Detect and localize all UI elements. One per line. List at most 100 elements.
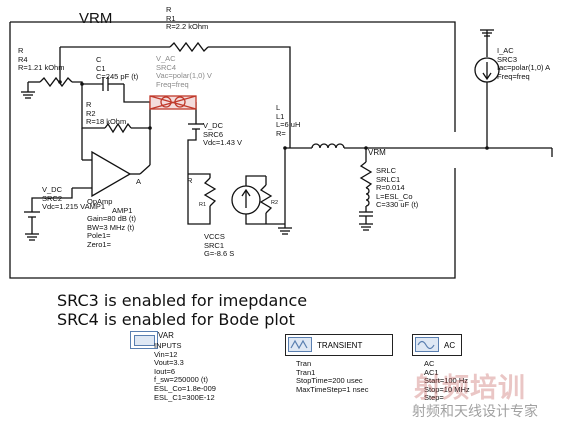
c1-type: C (96, 55, 102, 64)
ac-start: Start=100 Hz (424, 376, 468, 386)
var-block[interactable] (130, 331, 158, 349)
c1-value: C=245 pF (t) (96, 72, 139, 82)
var-entries[interactable]: INPUTS Vin=12 Vout=3.3 Iout=6 f_sw=25000… (154, 341, 216, 402)
resistor-r4 (39, 76, 73, 88)
src4-type: V_AC (156, 54, 176, 63)
src2-vdc: Vdc=1.215 VAMP1 (42, 202, 106, 212)
resistor-r-vccs (259, 184, 273, 214)
r2-name: R2 (86, 108, 96, 118)
srlc1-r: R=0.014 (376, 183, 405, 193)
var-icon (134, 335, 155, 346)
r1-label[interactable]: R R1 R=2.2 kOhm (166, 5, 209, 32)
vrm-title: VRM (79, 10, 113, 27)
watermark-main: 射频培训 (414, 373, 526, 403)
tran-stoptime: StopTime=200 usec (296, 376, 363, 386)
ac-block[interactable]: AC (412, 334, 462, 356)
src2-label[interactable]: V_DC SRC2 Vdc=1.215 VAMP1 (42, 185, 106, 212)
src6-vdc: Vdc=1.43 V (203, 138, 242, 148)
l1-label[interactable]: L L1 L=6 uH R= (276, 103, 301, 138)
l1-type: L (276, 103, 281, 112)
r4-type: R (18, 46, 24, 55)
transient-params[interactable]: Tran Tran1 StopTime=200 usec MaxTimeStep… (296, 359, 369, 394)
vccs-r2-pin: R2 (271, 200, 279, 206)
src2-type: V_DC (42, 185, 63, 194)
var-entry-vin: Vin=12 (154, 349, 178, 359)
opamp-type: OpAmp (87, 197, 113, 206)
resistor-r2 (104, 122, 132, 134)
ac-name: AC1 (424, 367, 439, 377)
var-entry-fsw: f_sw=250000 (t) (154, 375, 208, 385)
src4-freq: Freq=freq (156, 79, 189, 89)
src6-name: SRC6 (203, 129, 224, 139)
vccs-type: VCCS (204, 232, 225, 241)
src3-iac: Iac=polar(1,0) A (497, 63, 551, 73)
srlc1-label[interactable]: SRLC SRLC1 R=0.014 L=ESL_Co C=330 uF (t) (376, 166, 418, 210)
r1-name: R1 (166, 13, 176, 23)
r4-value: R=1.21 kOhm (18, 63, 65, 73)
resistor-r-control (203, 177, 217, 207)
src4-vac: Vac=polar(1,0) V (156, 71, 212, 81)
opamp-output-label: A (136, 177, 142, 186)
ac-params[interactable]: AC AC1 Start=100 Hz Stop=10 MHz Step= (424, 359, 470, 403)
ac-icon (415, 337, 439, 352)
srlc1-l: L=ESL_Co (376, 191, 413, 201)
tran-name: Tran1 (296, 367, 316, 377)
opamp-pole: Pole1= (87, 231, 111, 241)
srlc1-name: SRLC1 (376, 174, 401, 184)
c1-name: C1 (96, 63, 106, 73)
vccs-name: SRC1 (204, 240, 225, 250)
r-control-label: R (187, 176, 193, 185)
var-entry-esl-c1: ESL_C1=300E-12 (154, 392, 215, 402)
r2-label[interactable]: R R2 R=18 kOhm (86, 100, 127, 127)
ac-label: AC (444, 341, 456, 350)
srlc1-symbol (359, 161, 373, 189)
r4-label[interactable]: R R4 R=1.21 kOhm (18, 46, 65, 73)
transient-block[interactable]: TRANSIENT (285, 334, 393, 356)
opamp-bw: BW=3 MHz (t) (87, 222, 135, 232)
r2-value: R=18 kOhm (86, 117, 127, 127)
transient-label: TRANSIENT (317, 341, 363, 350)
r2-type: R (86, 100, 92, 109)
r1-value: R=2.2 kOhm (166, 22, 209, 32)
watermark-sub: 射频和天线设计专家 (412, 403, 538, 419)
var-entry-esl-co: ESL_Co=1.8e-009 (154, 383, 216, 393)
src4-label[interactable]: V_AC SRC4 Vac=polar(1,0) V Freq=freq (156, 54, 212, 89)
node-vrm-label: VRM (368, 148, 386, 157)
src3-type: I_AC (497, 46, 514, 55)
l1-r: R= (276, 128, 286, 138)
src2-name: SRC2 (42, 193, 63, 203)
inductor-l1 (311, 143, 345, 149)
vccs-r1-pin: R1 (199, 202, 207, 208)
vccs-g: G=-8.6 S (204, 249, 235, 259)
note-src3: SRC3 is enabled for imepdance (57, 291, 308, 310)
src3-name: SRC3 (497, 54, 518, 64)
opamp-params[interactable]: Gain=80 dB (t) BW=3 MHz (t) Pole1= Zero1… (87, 214, 136, 249)
opamp-name: AMP1 (112, 206, 133, 215)
src4-name: SRC4 (156, 62, 177, 72)
src3-label[interactable]: I_AC SRC3 Iac=polar(1,0) A Freq=freq (497, 46, 551, 81)
var-entry-vout: Vout=3.3 (154, 358, 184, 368)
opamp-gain: Gain=80 dB (t) (87, 214, 136, 223)
var-type: VAR (158, 331, 174, 340)
r4-name: R4 (18, 54, 28, 64)
c1-label[interactable]: C C1 C=245 pF (t) (96, 55, 139, 82)
l1-value: L=6 uH (276, 120, 301, 130)
opamp-symbol (91, 150, 132, 198)
ac-step: Step= (424, 393, 444, 403)
tran-maxtimestep: MaxTimeStep=1 nsec (296, 384, 369, 394)
vrm-frame (10, 21, 456, 132)
r1-type: R (166, 5, 172, 14)
l1-name: L1 (276, 111, 285, 121)
tran-type: Tran (296, 359, 312, 368)
note-src4: SRC4 is enabled for Bode plot (57, 310, 295, 329)
transient-icon (288, 337, 312, 352)
vccs-label[interactable]: VCCS SRC1 G=-8.6 S (204, 232, 235, 259)
src3-freq: Freq=freq (497, 71, 530, 81)
opamp-zero: Zero1= (87, 239, 111, 249)
src6-label[interactable]: V_DC SRC6 Vdc=1.43 V (203, 121, 242, 148)
srlc1-type: SRLC (376, 166, 397, 175)
ac-type: AC (424, 359, 435, 368)
var-name: INPUTS (154, 341, 182, 350)
resistor-r1 (169, 41, 209, 53)
